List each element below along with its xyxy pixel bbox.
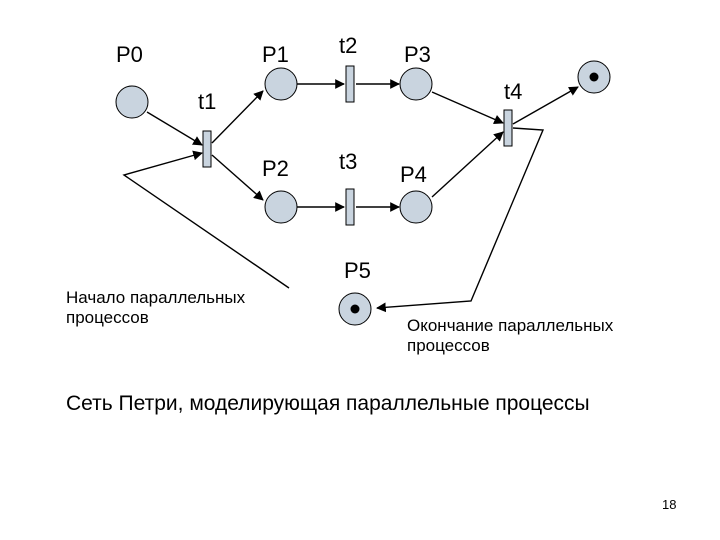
note-end: Окончание параллельных процессов	[407, 316, 613, 357]
arc-p4-t4	[431, 131, 504, 198]
place-label-p0: P0	[116, 42, 143, 67]
token-p5	[350, 304, 360, 314]
diagram-caption: Сеть Петри, моделирующая параллельные пр…	[66, 392, 590, 415]
transition-label-t2: t2	[339, 33, 358, 58]
place-p0	[115, 85, 149, 119]
place-label-p3: P3	[404, 42, 431, 67]
place-p4	[399, 190, 433, 224]
place-p3	[399, 67, 433, 101]
transition-t3	[345, 188, 355, 226]
transition-t2	[345, 65, 355, 103]
arc-t4-p6	[512, 86, 579, 125]
transition-label-t1: t1	[198, 89, 217, 114]
place-label-p2: P2	[262, 156, 289, 181]
note-end-line1: Окончание параллельных	[407, 316, 614, 335]
token-p6	[589, 72, 599, 82]
note-start-line1: Начало параллельных	[66, 288, 246, 307]
transition-label-t3: t3	[339, 149, 358, 174]
transition-label-t4: t4	[504, 79, 523, 104]
transition-t1	[202, 130, 212, 168]
place-label-p1: P1	[262, 42, 289, 67]
place-p2	[264, 190, 298, 224]
note-start-line2: процессов	[66, 308, 149, 328]
arc-p3-t4	[431, 91, 504, 124]
place-label-p5: P5	[344, 258, 371, 283]
place-label-p4: P4	[400, 162, 427, 187]
note-end-line2: процессов	[407, 336, 490, 356]
place-p1	[264, 67, 298, 101]
page-number: 18	[662, 497, 677, 512]
arc-t4-p5	[376, 127, 545, 313]
note-start: Начало параллельных процессов	[66, 288, 245, 329]
arc-p5-t1	[122, 150, 290, 289]
transition-t4	[503, 109, 513, 147]
arc-p0-t1	[146, 111, 203, 146]
arc-t1-p1	[211, 90, 264, 144]
arc-t1-p2	[211, 154, 264, 201]
